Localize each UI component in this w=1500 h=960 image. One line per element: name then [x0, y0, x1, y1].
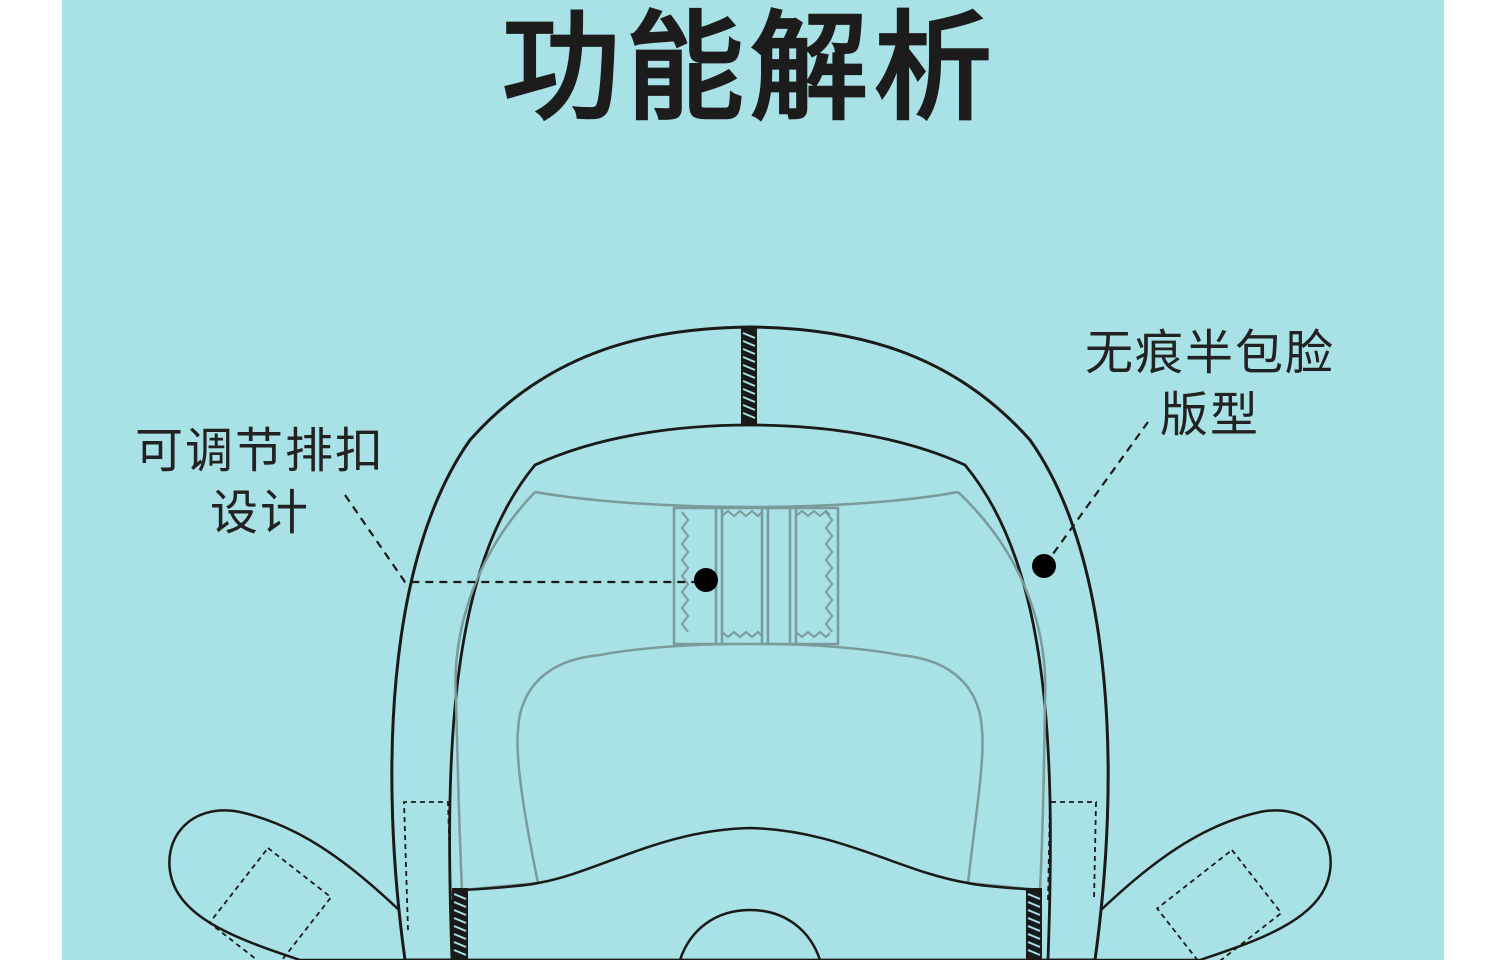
left-zipper [452, 888, 468, 960]
marker-dot-left [694, 568, 718, 592]
left-side-panel [403, 801, 453, 931]
top-zipper [741, 327, 757, 425]
annotation-half-face-design: 无痕半包脸 版型 [1060, 322, 1360, 446]
nose-opening [678, 908, 822, 960]
left-strap [168, 809, 452, 960]
right-side-panel [1047, 801, 1097, 901]
annotation-adjustable-buckle: 可调节排扣 设计 [110, 420, 410, 544]
annotation-right-line2: 版型 [1159, 387, 1260, 443]
marker-dot-right [1032, 554, 1056, 578]
face-opening [448, 423, 1052, 960]
right-strap [1048, 809, 1332, 960]
annotation-right-line1: 无痕半包脸 [1084, 325, 1335, 381]
chin-curve [461, 826, 1041, 892]
annotation-left-line2: 设计 [209, 485, 310, 541]
page-title: 功能解析 [501, 0, 998, 137]
right-zipper [1026, 888, 1042, 960]
leader-line-left [344, 494, 705, 584]
annotation-left-line1: 可调节排扣 [134, 423, 385, 479]
leader-line-right [1044, 421, 1149, 566]
